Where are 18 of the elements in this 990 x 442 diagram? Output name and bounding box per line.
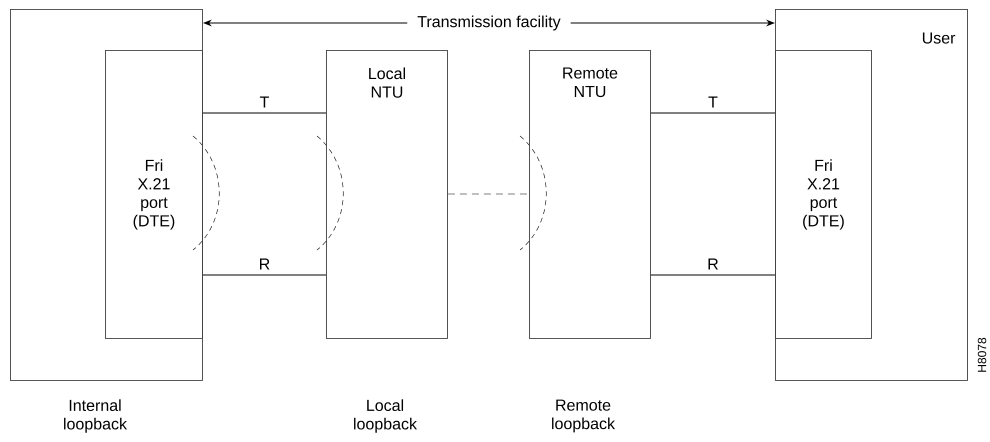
figure-id: H8078 xyxy=(978,338,986,372)
edge-label: R xyxy=(708,258,718,270)
caption-text: Internal loopback xyxy=(64,399,128,433)
edge-label: Transmission facility xyxy=(407,14,571,32)
caption-text: Local loopback xyxy=(354,399,418,433)
connector-line xyxy=(650,112,776,114)
caption-text: Remote loopback xyxy=(552,400,616,432)
connector-line xyxy=(202,274,326,276)
edge-label: T xyxy=(708,96,718,108)
device-box xyxy=(10,9,203,381)
port-box: Fri X.21 port (DTE) xyxy=(775,50,872,339)
edge-label: T xyxy=(260,96,269,108)
ntu-box: Local NTU xyxy=(326,50,448,339)
edge-label: R xyxy=(260,258,270,270)
connector-line xyxy=(202,112,326,114)
connector-line xyxy=(650,274,776,276)
port-box: Fri X.21 port (DTE) xyxy=(105,50,203,339)
ntu-box: Remote NTU xyxy=(529,50,651,339)
